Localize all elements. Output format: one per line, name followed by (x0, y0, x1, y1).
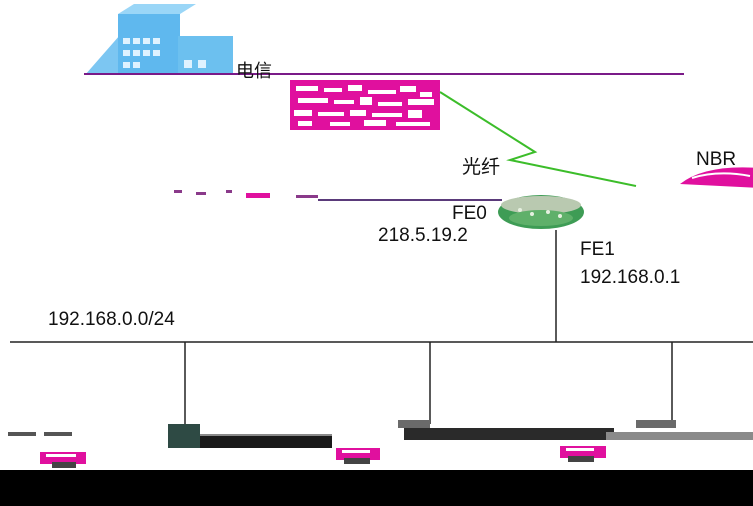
nbr-label: NBR (696, 149, 737, 170)
subnet-label: 192.168.0.0/24 (48, 309, 175, 330)
wan-ip-label: 218.5.19.2 (378, 225, 468, 246)
lan-ip-label: 192.168.0.1 (580, 267, 681, 288)
switch-icon (168, 424, 332, 448)
pc-icon (560, 446, 606, 462)
router-icon (498, 195, 584, 229)
building-icon (84, 4, 684, 75)
pc-icon (336, 448, 380, 464)
fe1-label: FE1 (580, 239, 615, 260)
bottom-band (0, 470, 753, 506)
fiber-link (439, 91, 637, 187)
switch-icon (398, 420, 614, 440)
pc-icon (8, 432, 86, 468)
nbr-router-icon (680, 167, 753, 188)
fiber-label: 光纤 (462, 157, 501, 178)
link-speckle (174, 190, 502, 201)
fe0-label: FE0 (452, 203, 487, 224)
isp-cloud-icon (290, 80, 440, 130)
switch-icon (606, 420, 753, 440)
telecom-label: 电信 (236, 61, 272, 81)
